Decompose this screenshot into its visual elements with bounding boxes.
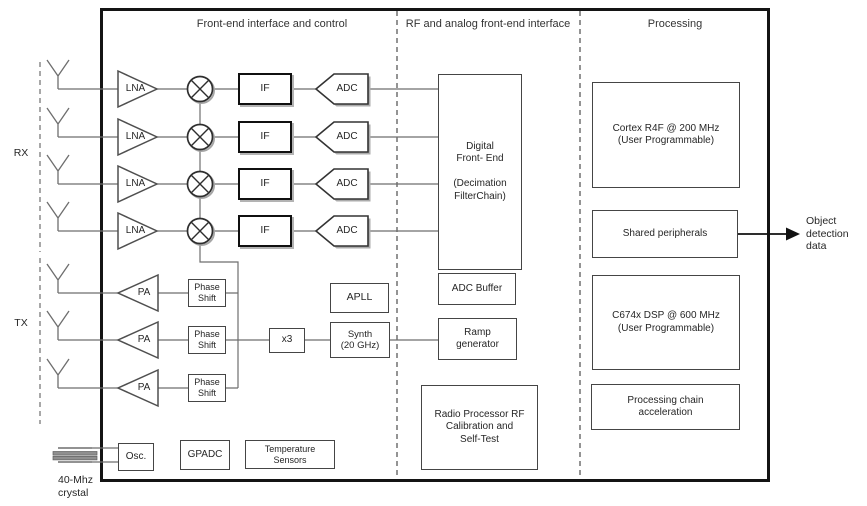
crystal-label: 40-Mhz crystal: [58, 474, 94, 499]
if-block: IF: [238, 215, 292, 247]
adc-label: ADC: [336, 225, 358, 236]
adc-label: ADC: [336, 83, 358, 94]
adc-label: ADC: [336, 178, 358, 189]
tx-group-label: TX: [14, 316, 28, 329]
if-block: IF: [238, 121, 292, 153]
rx-antenna-icon: [46, 154, 70, 184]
lna-label: LNA: [125, 131, 146, 142]
cortex-r4f-block: Cortex R4F @ 200 MHz (User Programmable): [592, 82, 740, 188]
tx-antenna-icon: [46, 310, 70, 340]
if-block: IF: [238, 73, 292, 105]
section-header-processing: Processing: [647, 18, 703, 30]
rx-group-label: RX: [13, 146, 29, 159]
chip-boundary: [100, 8, 770, 482]
lna-symbols: [117, 69, 159, 251]
antenna-icons: [46, 59, 70, 388]
adc-icon: [314, 168, 369, 200]
crystal-wires: [92, 447, 118, 463]
lna-label: LNA: [125, 178, 146, 189]
adc-symbols: [314, 73, 371, 249]
mixer-icons: [186, 75, 215, 246]
mixer-icon: [186, 75, 215, 104]
pa-label: PA: [137, 382, 151, 393]
lna-amp-icon: [117, 164, 159, 204]
crystal-icon: [52, 447, 98, 463]
mixer-icon: [186, 123, 215, 152]
radio-processor-block: Radio Processor RF Calibration and Self-…: [421, 385, 538, 470]
adc-label: ADC: [336, 131, 358, 142]
section-divider-lines: [396, 11, 581, 479]
lna-label: LNA: [125, 225, 146, 236]
apll-block: APLL: [330, 283, 389, 313]
lna-amp-icon: [117, 211, 159, 251]
rx-signal-wires: [58, 88, 438, 232]
section-header-rf-analog: RF and analog front-end interface: [405, 18, 571, 30]
pa-label: PA: [137, 334, 151, 345]
tx-antenna-icon: [46, 263, 70, 293]
phase-shift-block: Phase Shift: [188, 374, 226, 402]
lna-label: LNA: [125, 83, 146, 94]
temperature-sensors-block: Temperature Sensors: [245, 440, 335, 469]
output-arrow-icon: [738, 227, 800, 241]
mixer-icon: [186, 217, 215, 246]
pa-label: PA: [137, 287, 151, 298]
pa-symbols: [116, 273, 159, 408]
rx-antenna-icon: [46, 59, 70, 89]
pa-amp-icon: [116, 320, 159, 360]
shared-peripherals-block: Shared peripherals: [592, 210, 738, 258]
pa-amp-icon: [116, 368, 159, 408]
pa-amp-icon: [116, 273, 159, 313]
adc-icon: [314, 121, 369, 153]
processing-chain-block: Processing chain acceleration: [591, 384, 740, 430]
dsp-block: C674x DSP @ 600 MHz (User Programmable): [592, 275, 740, 370]
phase-shift-block: Phase Shift: [188, 279, 226, 307]
if-block: IF: [238, 168, 292, 200]
section-header-front-end: Front-end interface and control: [196, 18, 348, 30]
rx-antenna-icon: [46, 201, 70, 231]
osc-block: Osc.: [118, 443, 154, 471]
tx-antenna-icon: [46, 358, 70, 388]
gpadc-block: GPADC: [180, 440, 230, 470]
lna-amp-icon: [117, 69, 159, 109]
x3-multiplier-block: x3: [269, 328, 305, 353]
ramp-generator-block: Ramp generator: [438, 318, 517, 360]
adc-buffer-block: ADC Buffer: [438, 273, 516, 305]
synth-block: Synth (20 GHz): [330, 322, 390, 358]
digital-front-end-block: Digital Front- End (Decimation FilterCha…: [438, 74, 522, 270]
output-data-label: Object detection data: [806, 215, 849, 253]
phase-shift-block: Phase Shift: [188, 326, 226, 354]
rx-antenna-icon: [46, 107, 70, 137]
adc-icon: [314, 215, 369, 247]
lna-amp-icon: [117, 117, 159, 157]
adc-icon: [314, 73, 369, 105]
mixer-icon: [186, 170, 215, 199]
